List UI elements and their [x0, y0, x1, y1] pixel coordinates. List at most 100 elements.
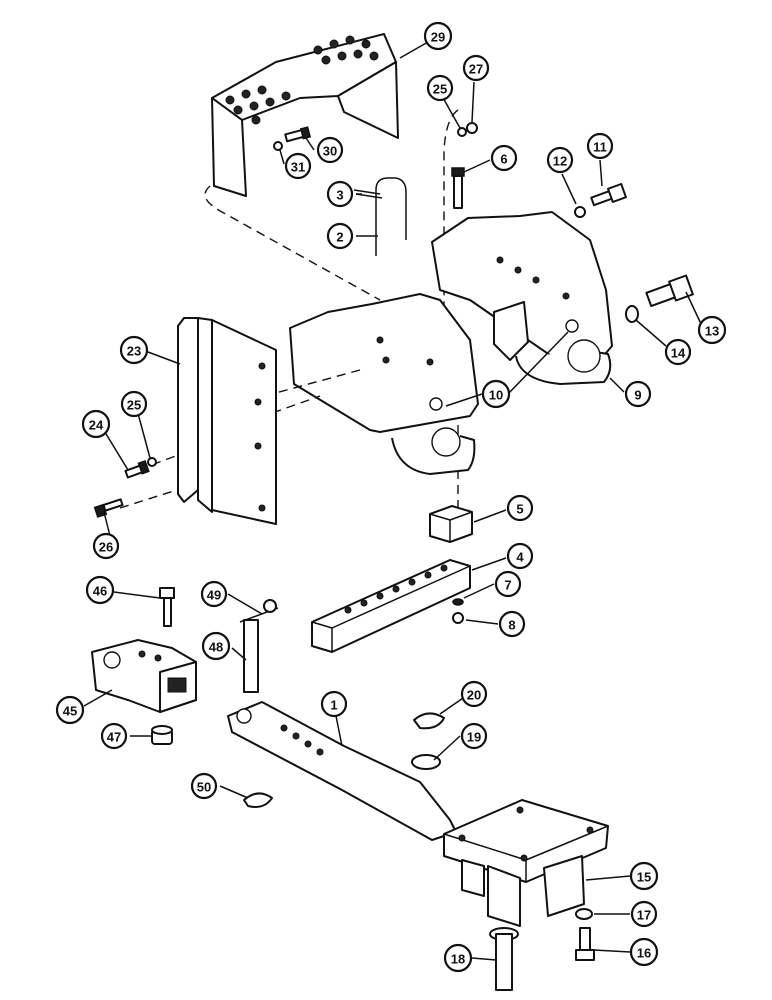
svg-text:12: 12	[553, 154, 567, 169]
callout-50: 50	[190, 772, 218, 800]
callout-7: 7	[494, 570, 522, 598]
svg-text:10: 10	[489, 388, 503, 403]
bolt-16-part	[575, 927, 595, 961]
svg-text:31: 31	[291, 160, 305, 175]
svg-text:4: 4	[516, 550, 524, 565]
svg-text:7: 7	[504, 578, 511, 593]
channel-bracket-part	[177, 317, 277, 525]
svg-text:25: 25	[127, 398, 141, 413]
svg-text:19: 19	[467, 730, 481, 745]
support-bar-part	[311, 559, 471, 653]
callout-26: 26	[92, 532, 120, 560]
bolt-46-part	[159, 587, 175, 627]
callout-30: 30	[316, 136, 344, 164]
svg-text:9: 9	[634, 388, 641, 403]
callout-2: 2	[326, 222, 354, 250]
svg-text:20: 20	[467, 688, 481, 703]
washer-7-part	[452, 598, 464, 606]
callout-3: 3	[326, 180, 354, 208]
callout-5: 5	[506, 494, 534, 522]
svg-text:8: 8	[508, 618, 515, 633]
svg-text:17: 17	[637, 908, 651, 923]
svg-text:2: 2	[336, 230, 343, 245]
callout-31: 31	[284, 152, 312, 180]
svg-text:45: 45	[63, 704, 77, 719]
step-plate-holes	[225, 35, 379, 125]
bolt-26-part	[93, 498, 124, 518]
hitch-pin-part	[239, 599, 279, 693]
u-bolt-part	[375, 177, 407, 256]
callout-18: 18	[443, 943, 473, 973]
callout-24: 24	[81, 409, 111, 439]
svg-text:11: 11	[593, 140, 607, 155]
svg-text:48: 48	[209, 640, 223, 655]
svg-text:50: 50	[197, 780, 211, 795]
svg-text:49: 49	[207, 588, 221, 603]
washer-17-part	[575, 908, 593, 920]
washer-25-top-part	[457, 127, 467, 137]
washer-14-part	[625, 305, 639, 323]
callout-14: 14	[664, 338, 692, 366]
callout-1: 1	[320, 690, 348, 718]
callout-25-top: 25	[426, 74, 454, 102]
svg-text:15: 15	[637, 870, 651, 885]
svg-text:29: 29	[431, 30, 445, 45]
callout-13: 13	[697, 315, 727, 345]
washer-25-part	[147, 457, 157, 467]
callout-49: 49	[200, 580, 228, 608]
callout-45: 45	[55, 695, 85, 725]
callout-17: 17	[630, 900, 658, 928]
callout-25: 25	[120, 390, 148, 418]
svg-text:47: 47	[107, 730, 121, 745]
washer-31-part	[273, 141, 283, 151]
hitch-frame-part	[289, 211, 613, 475]
drawbar-part	[227, 701, 457, 841]
svg-text:30: 30	[323, 144, 337, 159]
nut-47-part	[151, 725, 173, 745]
callout-19: 19	[460, 722, 488, 750]
callout-11: 11	[586, 132, 614, 160]
svg-text:24: 24	[89, 418, 104, 433]
bolt-11-part	[590, 183, 627, 207]
nut-27-part	[466, 122, 478, 134]
clevis-part	[91, 639, 197, 713]
svg-text:23: 23	[127, 344, 141, 359]
svg-text:3: 3	[336, 188, 343, 203]
svg-text:13: 13	[705, 324, 719, 339]
washer-19-part	[411, 754, 441, 770]
assembly-line	[443, 109, 459, 330]
callout-29: 29	[423, 21, 453, 51]
pin-18-part	[489, 927, 519, 991]
step-bracket-part	[211, 33, 399, 197]
callout-48: 48	[201, 631, 231, 661]
callout-46: 46	[85, 575, 115, 605]
svg-text:14: 14	[671, 346, 686, 361]
callout-47: 47	[100, 722, 128, 750]
callout-6: 6	[490, 144, 518, 172]
bolt-24-part	[124, 459, 150, 479]
callout-4: 4	[506, 542, 534, 570]
mounting-bracket-part	[443, 799, 609, 927]
long-bolt-part	[451, 167, 465, 209]
clip-20-part	[413, 712, 445, 730]
svg-text:46: 46	[93, 584, 107, 599]
svg-text:27: 27	[469, 62, 483, 77]
clip-50-part	[243, 792, 273, 808]
spacer-block-part	[429, 505, 473, 543]
svg-text:25: 25	[433, 82, 447, 97]
callout-20: 20	[460, 680, 488, 708]
bolt-13-part	[645, 274, 694, 308]
washer-12-part	[574, 206, 586, 218]
svg-text:26: 26	[99, 540, 113, 555]
callout-9: 9	[624, 380, 652, 408]
callout-27: 27	[462, 54, 490, 82]
callout-8: 8	[498, 610, 526, 638]
nut-8-part	[452, 612, 464, 624]
callouts: 1 2 3 4 5 6 7 8 9 10 11 12 13 14 15 16 1…	[55, 21, 727, 973]
svg-text:1: 1	[330, 698, 337, 713]
callout-12: 12	[546, 146, 574, 174]
callout-16: 16	[629, 937, 659, 967]
leader-lines	[83, 41, 703, 961]
callout-15: 15	[629, 861, 659, 891]
